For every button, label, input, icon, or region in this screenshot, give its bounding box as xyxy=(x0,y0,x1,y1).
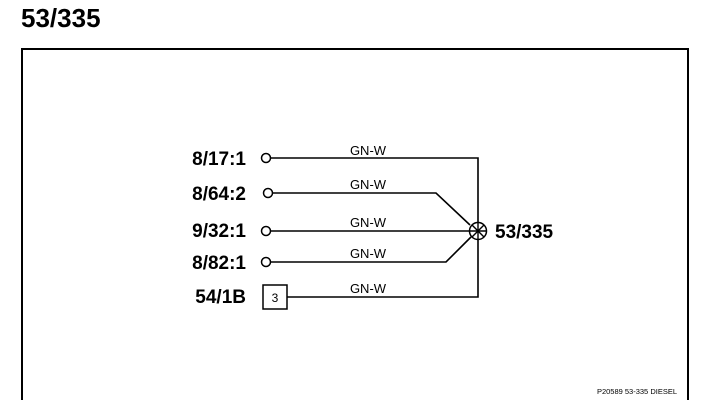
splice-label: 53/335 xyxy=(495,222,554,243)
terminal-9-32-1 xyxy=(260,225,272,237)
terminal-8-82-1 xyxy=(260,256,272,268)
wire-8-64-2 xyxy=(273,192,471,226)
wire-54-1b xyxy=(287,240,479,298)
reference-code: P20589 53-335 DIESEL xyxy=(597,387,677,396)
wire-color-label: GN-W xyxy=(350,215,387,230)
diagram-frame xyxy=(21,48,689,400)
wire-8-17-1 xyxy=(271,157,479,222)
page-title: 53/335 xyxy=(21,3,101,33)
connector-label-8-82-1: 8/82:1 xyxy=(192,253,246,274)
connector-label-8-64-2: 8/64:2 xyxy=(192,184,246,205)
connector-label-8-17-1: 8/17:1 xyxy=(192,149,246,170)
wire-color-label: GN-W xyxy=(350,246,387,261)
pin-box-54-1b xyxy=(262,284,288,310)
wire-color-label: GN-W xyxy=(350,177,387,192)
connector-label-54-1b: 54/1B xyxy=(195,287,246,308)
terminal-8-64-2 xyxy=(262,187,274,199)
wire-color-label: GN-W xyxy=(350,281,387,296)
connector-label-9-32-1: 9/32:1 xyxy=(192,221,246,242)
splice-icon xyxy=(468,221,488,241)
pin-number: 3 xyxy=(272,291,279,305)
wire-8-82-1 xyxy=(271,236,472,263)
terminal-8-17-1 xyxy=(260,152,272,164)
wire-color-label: GN-W xyxy=(350,143,387,158)
